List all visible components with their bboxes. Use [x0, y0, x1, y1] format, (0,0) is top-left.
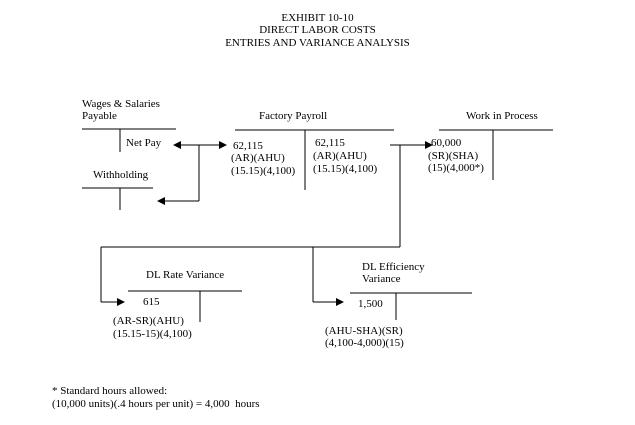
withholding-label: Withholding [93, 169, 149, 181]
payroll-debit-values: (15.15)(4,100) [231, 165, 296, 177]
rate-variance-formula: (AR-SR)(AHU) [113, 315, 184, 327]
rate-variance-title: DL Rate Variance [146, 269, 225, 281]
wip-debit-values: (15)(4,000*) [428, 162, 484, 174]
payroll-debit-formula: (AR)(AHU) [231, 152, 285, 164]
exhibit-title: DIRECT LABOR COSTS [259, 24, 376, 36]
net-pay-label: Net Pay [126, 137, 162, 149]
efficiency-variance-amount: 1,500 [358, 298, 383, 310]
efficiency-variance-values: (4,100-4,000)(15) [325, 337, 404, 349]
exhibit-subtitle: ENTRIES AND VARIANCE ANALYSIS [225, 37, 410, 49]
wages-title-line1: Wages & Salaries [82, 98, 160, 110]
exhibit-number: EXHIBIT 10-10 [281, 12, 354, 24]
rate-variance-amount: 615 [143, 296, 160, 308]
payroll-credit-amount: 62,115 [315, 137, 345, 149]
wip-title: Work in Process [466, 110, 538, 122]
payroll-credit-values: (15.15)(4,100) [313, 163, 378, 175]
wages-title-line2: Payable [82, 110, 117, 122]
efficiency-variance-title-line2: Variance [362, 273, 401, 285]
efficiency-variance-title-line1: DL Efficiency [362, 261, 425, 273]
footnote-line2: (10,000 units)(.4 hours per unit) = 4,00… [52, 398, 260, 410]
footnote-line1: * Standard hours allowed: [52, 385, 168, 397]
wip-debit-formula: (SR)(SHA) [428, 150, 479, 162]
payroll-title: Factory Payroll [259, 110, 328, 122]
efficiency-variance-formula: (AHU-SHA)(SR) [325, 325, 403, 337]
wip-debit-amount: 60,000 [431, 137, 462, 149]
payroll-debit-amount: 62,115 [233, 140, 263, 152]
payroll-credit-formula: (AR)(AHU) [313, 150, 367, 162]
rate-variance-values: (15.15-15)(4,100) [113, 328, 192, 340]
